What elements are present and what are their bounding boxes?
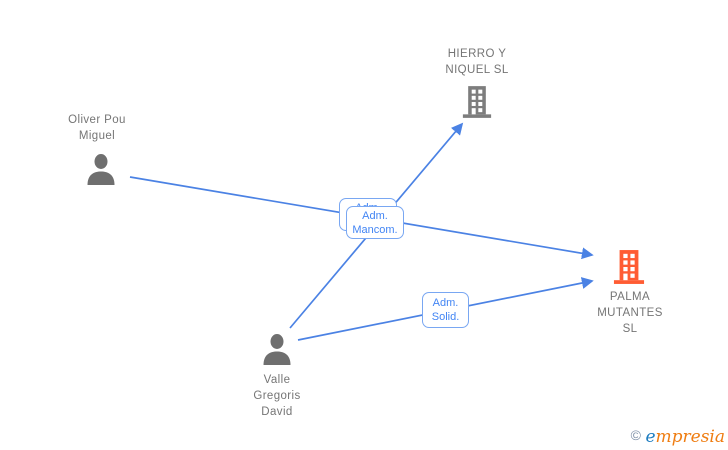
node-icon-palma-mutantes-sl[interactable]	[613, 250, 645, 289]
node-label-line: HIERRO Y	[447, 48, 507, 60]
node-label-line: MUTANTES	[597, 307, 663, 319]
node-label-line: Valle	[263, 374, 291, 386]
building-icon	[462, 86, 492, 118]
node-icon-oliver-pou-miguel[interactable]	[83, 152, 119, 193]
edge-label-line: Mancom.	[352, 223, 398, 236]
edge-label-adm-solid[interactable]: Adm. Solid.	[422, 292, 469, 328]
edge-label-adm-mancom-front[interactable]: Adm. Mancom.	[346, 206, 404, 239]
node-label-line: Oliver Pou	[68, 114, 126, 126]
brand-lead-letter: e	[645, 427, 656, 447]
node-label-line: Miguel	[78, 130, 116, 142]
brand-wordmark: empresia	[645, 427, 725, 447]
node-label-line: NIQUEL SL	[445, 64, 509, 76]
node-label-oliver-pou-miguel[interactable]: Oliver Pou Miguel	[37, 112, 157, 144]
edge-label-line: Adm.	[432, 297, 459, 309]
copyright-symbol: ©	[630, 427, 641, 443]
node-label-hierro-y-niquel-sl[interactable]: HIERRO Y NIQUEL SL	[417, 46, 537, 78]
building-icon	[613, 250, 645, 284]
person-icon	[263, 334, 291, 365]
node-icon-hierro-y-niquel-sl[interactable]	[462, 86, 492, 123]
node-label-line: PALMA	[609, 291, 651, 303]
node-icon-valle-gregoris-david[interactable]	[259, 332, 295, 373]
node-label-line: Gregoris	[253, 390, 301, 402]
node-label-palma-mutantes-sl[interactable]: PALMA MUTANTES SL	[570, 289, 690, 337]
node-label-line: SL	[622, 323, 638, 335]
node-label-line: David	[261, 406, 293, 418]
edge-label-line: Solid.	[431, 311, 460, 323]
brand-rest-letters: mpresia	[655, 427, 726, 447]
edge-label-line: Adm.	[362, 209, 388, 222]
person-icon	[87, 154, 115, 185]
node-label-valle-gregoris-david[interactable]: Valle Gregoris David	[217, 372, 337, 420]
empresia-logo[interactable]: © empresia	[631, 427, 725, 447]
